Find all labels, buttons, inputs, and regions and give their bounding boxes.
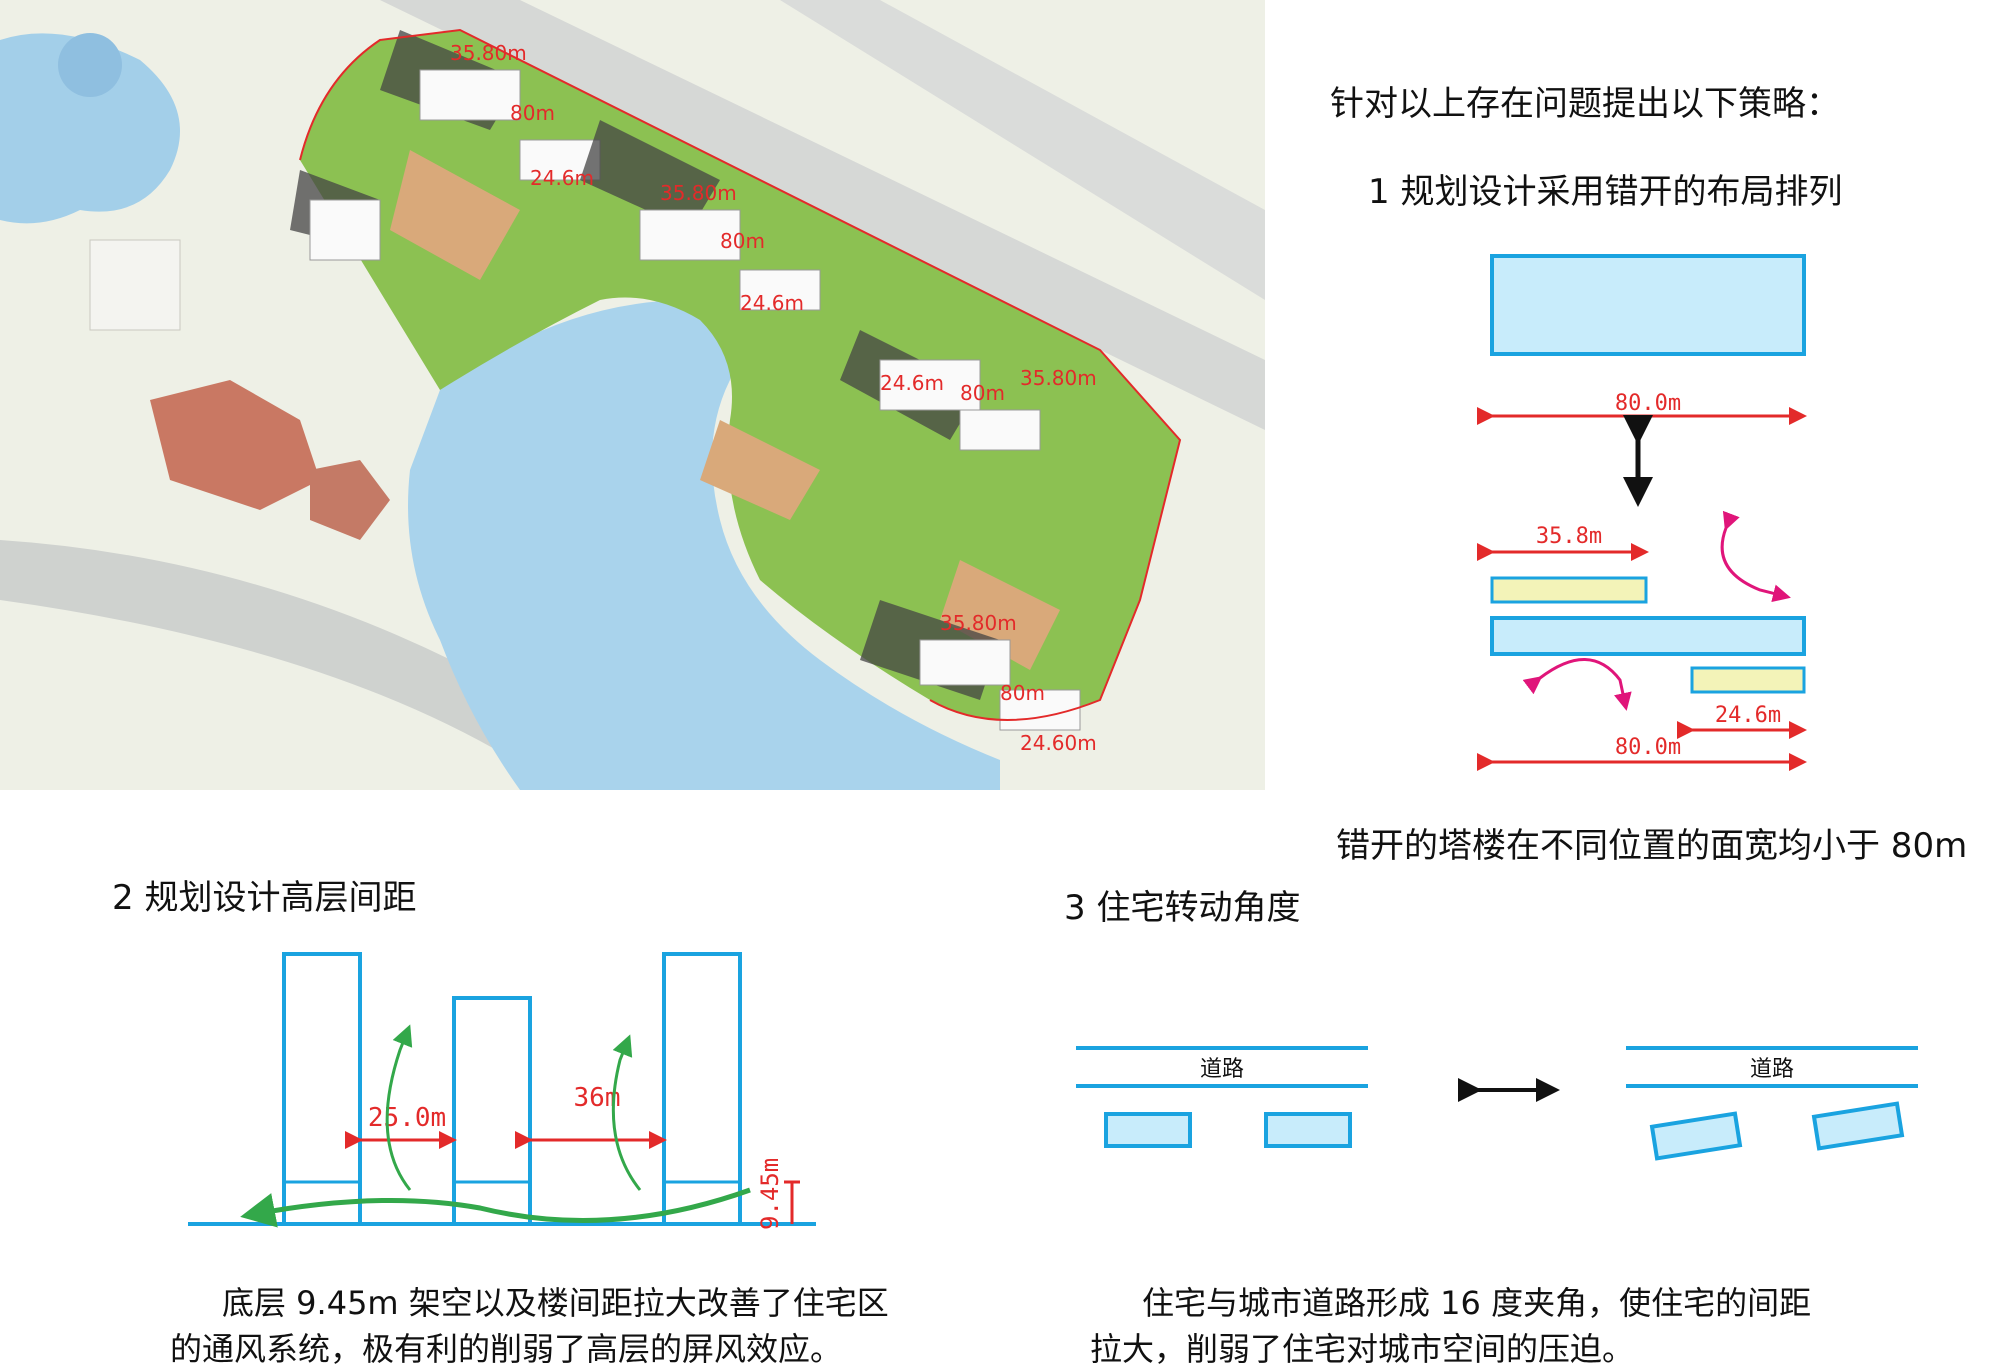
strategy-3-caption-line1: 住宅与城市道路形成 16 度夹角，使住宅的间距	[1142, 1284, 1812, 1322]
map-dim-label: 24.6m	[530, 166, 594, 190]
tower-3	[662, 952, 742, 1226]
map-dim-label: 35.80m	[940, 611, 1017, 635]
strategy-3-caption-line2: 拉大，削弱了住宅对城市空间的压迫。	[1090, 1330, 1635, 1368]
offset-tower-right	[1690, 666, 1806, 694]
map-site-boundary	[299, 28, 1182, 721]
map-dim-label: 80m	[510, 101, 555, 125]
ground-wind-arrow	[240, 1187, 751, 1228]
map-building-white	[89, 239, 181, 331]
road-left-label: 道路	[1200, 1057, 1244, 1082]
building-rotated-2	[1811, 1101, 1905, 1151]
updraft-arrow-left	[385, 1024, 413, 1191]
building-parallel-2	[1264, 1112, 1352, 1148]
rotation-diagram: 道路 道路	[1076, 1046, 1918, 1161]
map-deck-1	[390, 150, 520, 280]
offset-tower-left	[1490, 576, 1648, 604]
width-label-top: 80.0m	[1615, 391, 1681, 416]
strategy-1-caption: 错开的塔楼在不同位置的面宽均小于 80m	[1336, 826, 1968, 866]
building-parallel-1	[1104, 1112, 1192, 1148]
map-road-southwest	[0, 540, 640, 790]
gap-1-label: 25.0m	[368, 1103, 446, 1133]
map-deck-2	[700, 420, 820, 520]
wind-flow-arrow-upper	[1720, 510, 1791, 603]
strategy-2-caption-line1: 底层 9.45m 架空以及楼间距拉大改善了住宅区	[222, 1284, 889, 1322]
map-dim-label: 35.80m	[660, 181, 737, 205]
map-pond-northwest	[0, 33, 180, 224]
map-building-clubhouse	[150, 380, 320, 510]
building-rotated-1	[1649, 1111, 1743, 1161]
wind-flow-arrow-lower	[1522, 658, 1632, 711]
strategy-3-title: 3 住宅转动角度	[1064, 888, 1301, 928]
left-width-label: 35.8m	[1536, 524, 1602, 549]
map-dim-label: 35.80m	[450, 41, 527, 65]
strategy-2-title: 2 规划设计高层间距	[112, 878, 417, 918]
right-width-label: 24.6m	[1715, 703, 1781, 728]
map-deck-3	[940, 560, 1060, 670]
stagger-layout-diagram: 80.0m 35.8m 24.6m 80.0m	[1477, 254, 1807, 771]
tower-spacing-diagram: 25.0m 36m 9.45m	[188, 952, 816, 1230]
strategy-2-caption-line2: 的通风系统，极有利的削弱了高层的屏风效应。	[170, 1330, 843, 1368]
tower-2	[452, 996, 532, 1226]
map-central-lake	[408, 300, 1000, 790]
slab-tower-block	[1490, 254, 1806, 356]
stilt-height-label: 9.45m	[756, 1158, 784, 1230]
offset-tower-middle	[1490, 616, 1806, 656]
map-road-northeast	[780, 0, 1265, 300]
map-dim-label: 80m	[720, 229, 765, 253]
map-dimension-labels: 35.80m 24.6m 80m 35.80m 24.6m 80m 24.6m …	[450, 41, 1097, 755]
map-dim-label: 24.60m	[1020, 731, 1097, 755]
map-dim-label: 35.80m	[1020, 366, 1097, 390]
site-plan-map: 35.80m 24.6m 80m 35.80m 24.6m 80m 24.6m …	[0, 0, 1265, 790]
site-plan-drawing: 35.80m 24.6m 80m 35.80m 24.6m 80m 24.6m …	[0, 0, 1265, 790]
total-width-label: 80.0m	[1615, 735, 1681, 760]
map-pond-island	[58, 33, 122, 97]
map-dim-label: 24.6m	[880, 371, 944, 395]
strategy-1-title: 1 规划设计采用错开的布局排列	[1368, 172, 1843, 212]
tower-1	[282, 952, 362, 1226]
strategy-intro: 针对以上存在问题提出以下策略：	[1330, 84, 1840, 124]
map-dim-label: 24.6m	[740, 291, 804, 315]
road-right-label: 道路	[1750, 1057, 1794, 1082]
map-building-pavilion	[310, 460, 390, 540]
map-dim-label: 80m	[1000, 681, 1045, 705]
map-towers	[290, 30, 1081, 731]
map-dim-label: 80m	[960, 381, 1005, 405]
updraft-arrow-right	[611, 1034, 642, 1191]
map-green-site	[300, 30, 1180, 720]
